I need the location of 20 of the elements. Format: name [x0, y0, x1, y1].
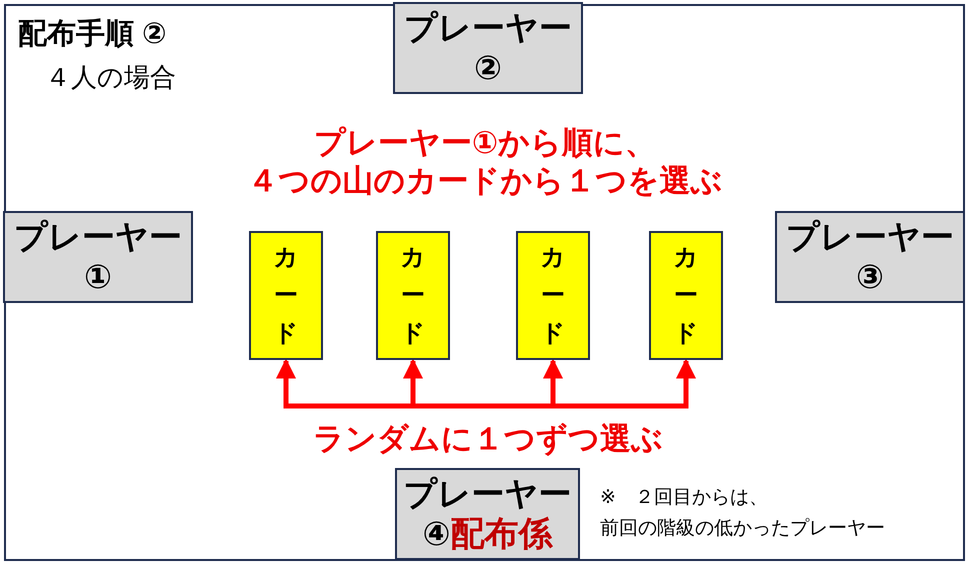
player-box: プレーヤー ① [3, 211, 193, 303]
player-box: プレーヤー ③ [775, 211, 965, 303]
instruction-text: プレーヤー①から順に、 [314, 124, 656, 162]
arrow [403, 358, 423, 406]
card-box: カード [516, 231, 590, 360]
arrow [676, 358, 696, 406]
note-text: ※ ２回目からは、 [600, 486, 768, 510]
arrow [543, 358, 563, 406]
subtitle: ４人の場合 [45, 61, 176, 94]
connector-line [284, 404, 688, 408]
card-box: カード [249, 231, 323, 360]
arrow [276, 358, 296, 406]
arrow-label: ランダムに１つずつ選ぶ [313, 420, 663, 458]
title: 配布手順 ② [18, 17, 167, 52]
instruction-text: ４つの山のカードから１つを選ぶ [248, 162, 722, 200]
player-box: プレーヤー ② [393, 2, 583, 94]
card-box: カード [376, 231, 450, 360]
card-box: カード [649, 231, 723, 360]
player-box: プレーヤー ④配布係 [395, 468, 580, 560]
note-text: 前回の階級の低かったプレーヤー [600, 517, 885, 541]
